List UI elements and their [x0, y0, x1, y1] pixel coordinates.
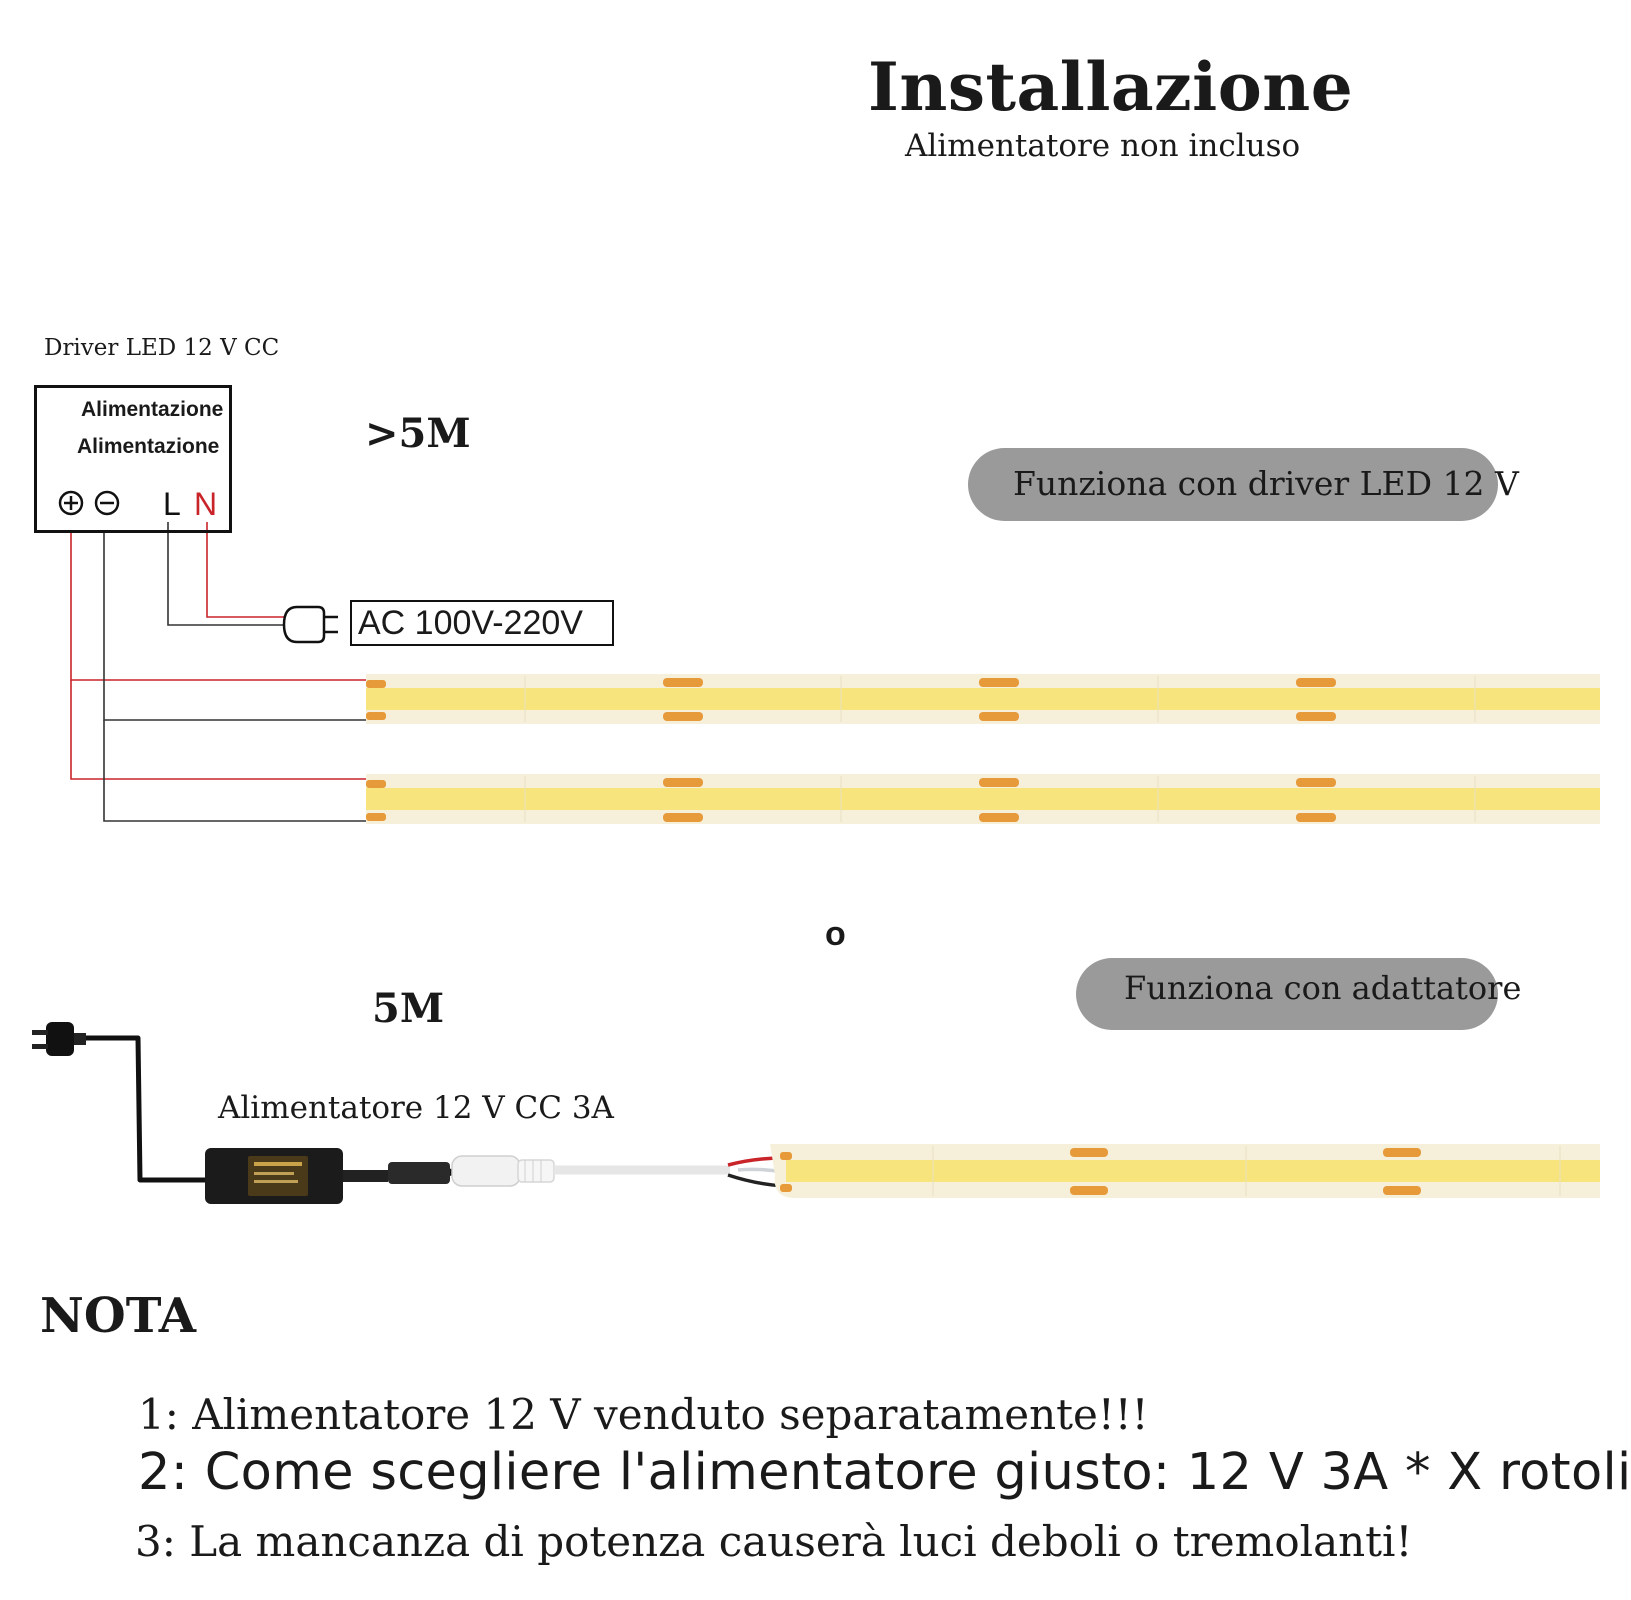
note-item-2: 2: Come scegliere l'alimentatore giusto:…: [138, 1443, 1631, 1502]
positive-wires: [70, 530, 366, 822]
ac-wires: [167, 522, 287, 626]
ac-voltage-label: AC 100V-220V: [350, 600, 614, 646]
mains-cable: [86, 1035, 210, 1183]
led-strip-3: [770, 1144, 1600, 1198]
minus-terminal-icon: [94, 490, 120, 516]
note-item-1: 1: Alimentatore 12 V venduto separatamen…: [138, 1390, 1149, 1439]
dc-connector-icon: [388, 1155, 555, 1187]
plus-terminal-icon: [58, 490, 84, 516]
power-adapter-icon: [205, 1148, 388, 1204]
or-separator: o: [825, 915, 846, 953]
ac-plug-icon: [282, 605, 338, 644]
led-strip-2: [366, 774, 1600, 824]
length-label-over-5m: >5M: [365, 410, 471, 457]
driver-box: Alimentazione Alimentazione: [34, 385, 232, 533]
note-item-3: 3: La mancanza di potenza causerà luci d…: [135, 1517, 1413, 1566]
length-label-5m: 5M: [372, 985, 445, 1032]
page-subtitle: Alimentatore non incluso: [905, 128, 1301, 164]
led-strip-1: [366, 674, 1600, 724]
driver-box-line-1: Alimentazione: [81, 398, 224, 421]
adapter-label: Alimentatore 12 V CC 3A: [218, 1090, 614, 1126]
driver-box-line-2: Alimentazione: [77, 435, 220, 458]
eu-plug-icon: [32, 1022, 86, 1056]
terminal-n-label: N: [194, 486, 218, 522]
terminal-l-label: L: [163, 486, 181, 522]
driver-mode-pill: Funziona con driver LED 12 V: [968, 448, 1519, 521]
page-title: Installazione: [868, 48, 1354, 126]
note-heading: NOTA: [40, 1288, 197, 1344]
adapter-mode-pill: Funziona con adattatore: [1076, 958, 1521, 1030]
driver-label: Driver LED 12 V CC: [44, 335, 280, 361]
